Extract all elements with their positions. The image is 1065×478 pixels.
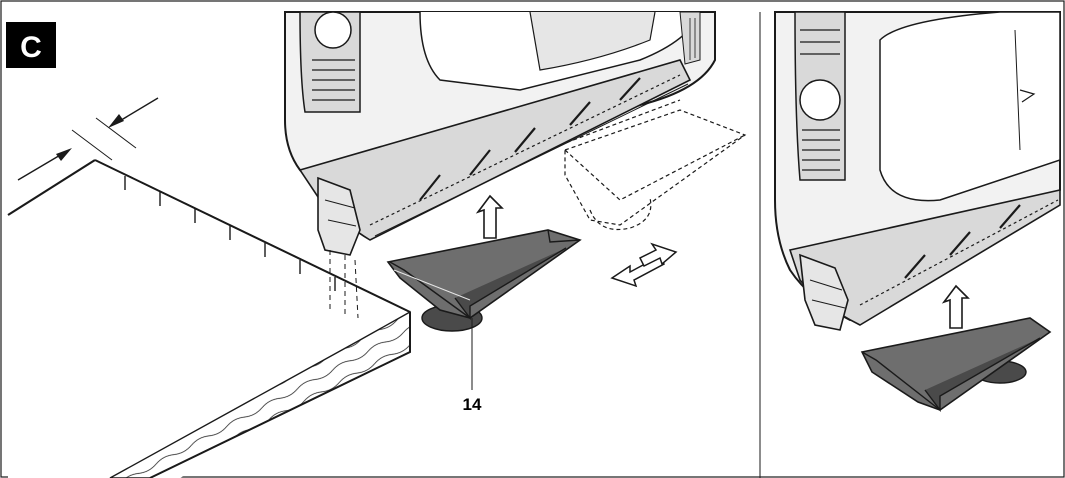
double-arrow-icon xyxy=(610,242,678,288)
anti-splinter-insert-right xyxy=(860,317,1052,413)
jigsaw-left xyxy=(284,11,716,319)
callout-14-text: 14 xyxy=(463,395,482,414)
up-arrow-icon-right xyxy=(941,284,970,329)
callout-14: 14 xyxy=(463,318,482,414)
width-dimension xyxy=(17,97,159,181)
anti-splinter-insert xyxy=(386,229,582,332)
panel-label: C xyxy=(6,22,56,68)
up-arrow-icon xyxy=(475,194,504,239)
panel-label-text: C xyxy=(20,31,42,64)
jigsaw-right xyxy=(774,11,1061,331)
insert-ghost-outline xyxy=(559,99,747,231)
panel-label-box xyxy=(6,22,56,68)
workpiece-board xyxy=(7,159,411,478)
